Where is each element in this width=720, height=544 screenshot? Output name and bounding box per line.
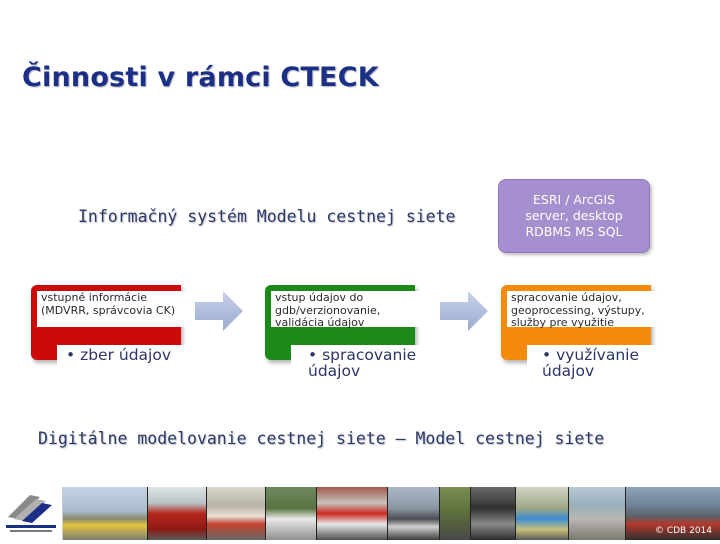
photo-utility-van xyxy=(206,487,266,540)
step-bullet-panel xyxy=(57,345,187,369)
step-description: spracovanie údajov, geoprocessing, výstu… xyxy=(507,291,657,329)
photo-road-view xyxy=(387,487,441,540)
footer-heading: Digitálne modelovanie cestnej siete – Mo… xyxy=(38,429,605,448)
photo-roadside xyxy=(440,487,472,540)
copyright-text: © CDB 2014 xyxy=(654,526,712,536)
photo-dashboard xyxy=(471,487,517,540)
step-box-data-collection: vstupné informácie (MDVRR, správcovia CK… xyxy=(31,285,187,369)
photo-service-truck xyxy=(63,487,148,540)
photo-strip: © CDB 2014 xyxy=(0,487,720,540)
step-description: vstupné informácie (MDVRR, správcovia CK… xyxy=(37,291,187,327)
right-arrow-icon xyxy=(195,291,243,331)
photo-road-worker xyxy=(569,487,627,540)
right-arrow-icon xyxy=(440,291,488,331)
photo-fire-vehicle xyxy=(147,487,207,540)
step-description: vstup údajov do gdb/verzionovanie, valid… xyxy=(271,291,421,329)
step-bullet-panel xyxy=(291,345,421,369)
esri-line-1: ESRI / ArcGIS xyxy=(533,192,615,207)
photo-road-equipment xyxy=(265,487,317,540)
step-box-data-usage: spracovanie údajov, geoprocessing, výstu… xyxy=(501,285,657,369)
step-bullet-usage: • využívanie údajov xyxy=(542,346,640,380)
photo-measuring-device xyxy=(516,487,570,540)
organization-logo xyxy=(0,487,63,540)
photo-field-vehicle: © CDB 2014 xyxy=(626,487,720,540)
esri-line-2: server, desktop xyxy=(525,208,623,223)
step-bullet-panel xyxy=(527,345,657,369)
slide-title: Činnosti v rámci CTECK xyxy=(22,62,379,93)
step-box-data-processing: vstup údajov do gdb/verzionovanie, valid… xyxy=(265,285,421,369)
step-bullet-processing: • spracovanie údajov xyxy=(308,346,417,380)
system-heading: Informačný systém Modelu cestnej siete xyxy=(78,207,456,226)
step-bullet-collection: • zber údajov xyxy=(66,346,172,364)
road-logo-icon xyxy=(6,495,56,532)
photo-emergency-car xyxy=(316,487,388,540)
esri-technology-box: ESRI / ArcGIS server, desktop RDBMS MS S… xyxy=(498,179,650,253)
esri-line-3: RDBMS MS SQL xyxy=(525,224,623,239)
